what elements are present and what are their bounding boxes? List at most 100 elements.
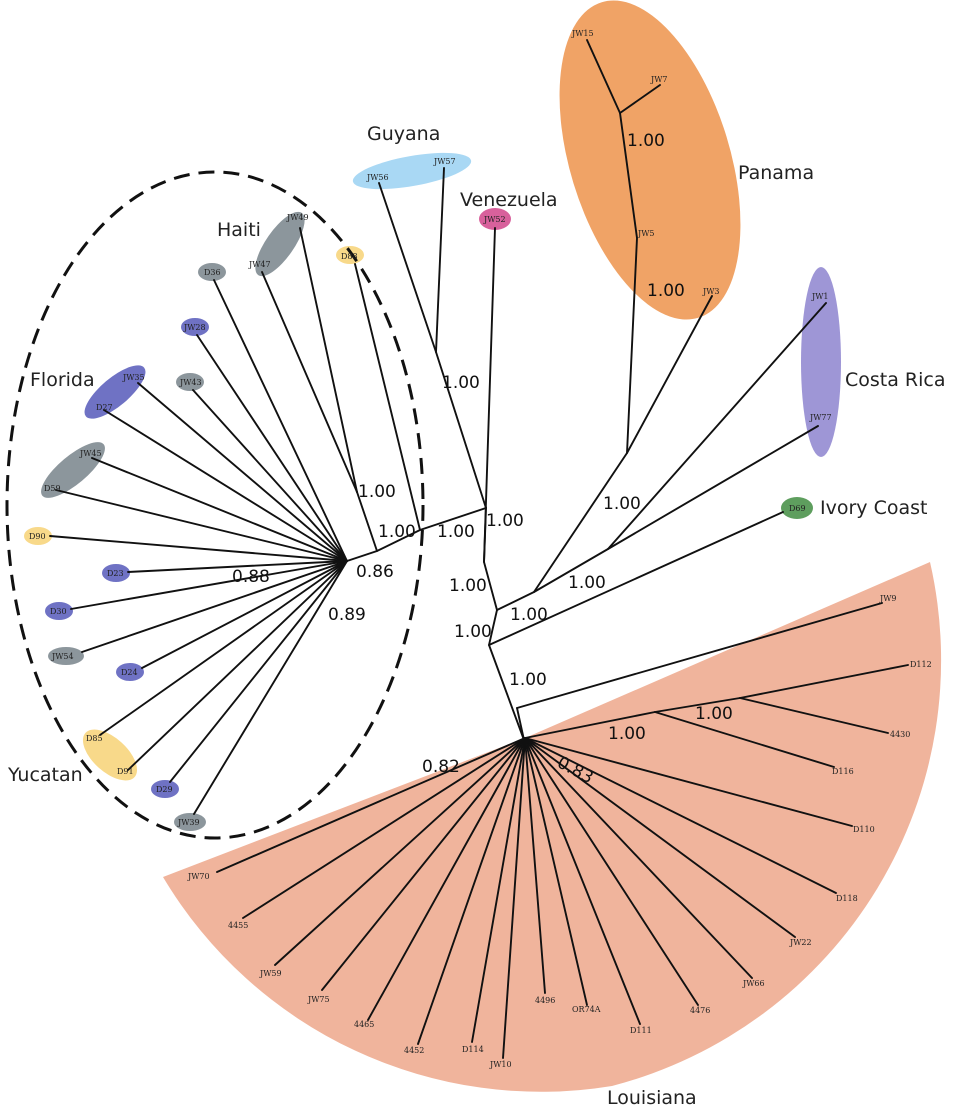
branch-jw39	[193, 560, 348, 815]
leaf-label: JW7	[650, 75, 668, 84]
marker-d24	[116, 663, 144, 681]
region-label-venezuela: Venezuela	[460, 189, 558, 211]
louisiana-clade-highlight	[163, 562, 942, 1092]
leaf-label: D30	[50, 607, 67, 616]
leaf-label: JW3	[702, 287, 720, 296]
yucatan-group-highlight	[82, 729, 138, 781]
branch-4476	[524, 737, 699, 1006]
leaf-label: JW35	[122, 373, 145, 382]
branch-4452	[417, 737, 526, 1045]
branch-d91	[127, 560, 348, 771]
leaf-label: JW56	[366, 173, 389, 182]
leaf-label: JW28	[183, 323, 206, 332]
leaf-label: D24	[121, 668, 138, 677]
leaf-label: JW1	[811, 292, 829, 301]
region-label-costa-rica: Costa Rica	[845, 369, 946, 391]
region-label-florida: Florida	[30, 369, 95, 391]
leaf-label: D112	[910, 660, 932, 669]
branch-4430	[739, 697, 889, 734]
leaf-label: JW5	[637, 229, 655, 238]
leaf-label: 4465	[354, 1020, 374, 1029]
leaf-label: 4430	[890, 730, 910, 739]
support-value: 0.89	[328, 605, 366, 625]
branch-guyana-jw56	[378, 182, 437, 353]
branch-4465	[367, 737, 526, 1021]
support-value: 1.00	[358, 482, 396, 502]
branch-jw66	[524, 737, 753, 979]
region-label-louisiana: Louisiana	[607, 1087, 697, 1107]
support-value: 0.82	[422, 757, 460, 777]
leaf-label: JW49	[286, 213, 309, 222]
haiti-group-highlight	[255, 211, 305, 277]
leaf-label: D90	[29, 532, 46, 541]
support-value: 0.88	[232, 567, 270, 587]
region-label-haiti: Haiti	[217, 219, 261, 241]
leaf-label: JW9	[879, 594, 897, 603]
branch-jw22	[524, 737, 796, 938]
caribbean-dashed-boundary	[5, 170, 425, 840]
branch-d85	[99, 560, 348, 736]
tree-branches	[49, 39, 909, 1059]
support-value: 1.00	[568, 573, 606, 593]
support-value: 1.00	[449, 576, 487, 596]
branch-d116	[654, 711, 835, 768]
support-value: 1.00	[437, 522, 475, 542]
branch-d29	[169, 560, 348, 783]
branch-louisiana-inner2	[654, 697, 741, 713]
leaf-label: D29	[156, 785, 173, 794]
support-value: 1.00	[378, 522, 416, 542]
branch-panama-stem	[533, 452, 628, 593]
leaf-label: JW70	[187, 872, 210, 881]
branch-haiti-stem	[356, 491, 378, 552]
branch-jw59	[274, 737, 526, 966]
branch-louisiana-jw9	[516, 602, 883, 709]
branch-d112	[739, 664, 909, 699]
marker-d23	[102, 564, 130, 582]
leaf-label: 4452	[404, 1046, 424, 1055]
leaf-label: D69	[789, 504, 806, 513]
branch-panama-jw7	[619, 84, 661, 114]
leaf-label: D59	[44, 484, 61, 493]
branch-d110	[524, 737, 853, 827]
marker-jw43	[176, 373, 204, 391]
leaf-label: D111	[630, 1026, 652, 1035]
leaf-label: JW59	[259, 969, 282, 978]
leaf-label: D116	[832, 767, 854, 776]
leaf-label: JW52	[483, 215, 506, 224]
branch-d24	[141, 560, 348, 669]
branch-louisiana-stem	[516, 707, 525, 741]
leaf-label: JW39	[177, 818, 200, 827]
marker-jw54	[48, 647, 84, 665]
branch-guyana-jw57	[435, 167, 445, 353]
branch-d111	[524, 737, 641, 1025]
branch-jw75	[321, 737, 526, 991]
region-labels: Guyana Venezuela Panama Haiti Florida Co…	[7, 123, 946, 1109]
branch-jw54	[81, 560, 348, 653]
branch-d36	[213, 279, 348, 562]
branch-d88	[354, 263, 421, 531]
branch-costa-jw1	[607, 302, 827, 550]
region-label-ivory-coast: Ivory Coast	[820, 497, 927, 519]
costa-rica-clade-highlight	[801, 267, 841, 457]
leaf-label: JW43	[179, 378, 202, 387]
branch-jw47	[261, 271, 358, 493]
branch-guyana-stem	[435, 351, 487, 509]
region-label-yucatan: Yucatan	[7, 764, 83, 786]
marker-d90	[24, 527, 52, 545]
leaf-label: 4496	[535, 996, 555, 1005]
ivory-coast-highlight	[781, 497, 813, 519]
support-value: 0.86	[356, 562, 394, 582]
leaf-label: JW75	[307, 995, 330, 1004]
marker-d36	[198, 263, 226, 281]
branch-d118	[524, 737, 837, 894]
branch-panama-jw15	[586, 39, 621, 114]
branch-louisiana-inner	[524, 711, 656, 739]
support-value: 1.00	[486, 511, 524, 531]
support-value: 1.00	[608, 724, 646, 744]
branch-jw45	[91, 457, 348, 562]
support-value: 1.00	[442, 373, 480, 393]
branch-jw43	[192, 389, 348, 562]
branch-jw10	[502, 737, 526, 1059]
support-value: 1.00	[627, 131, 665, 151]
